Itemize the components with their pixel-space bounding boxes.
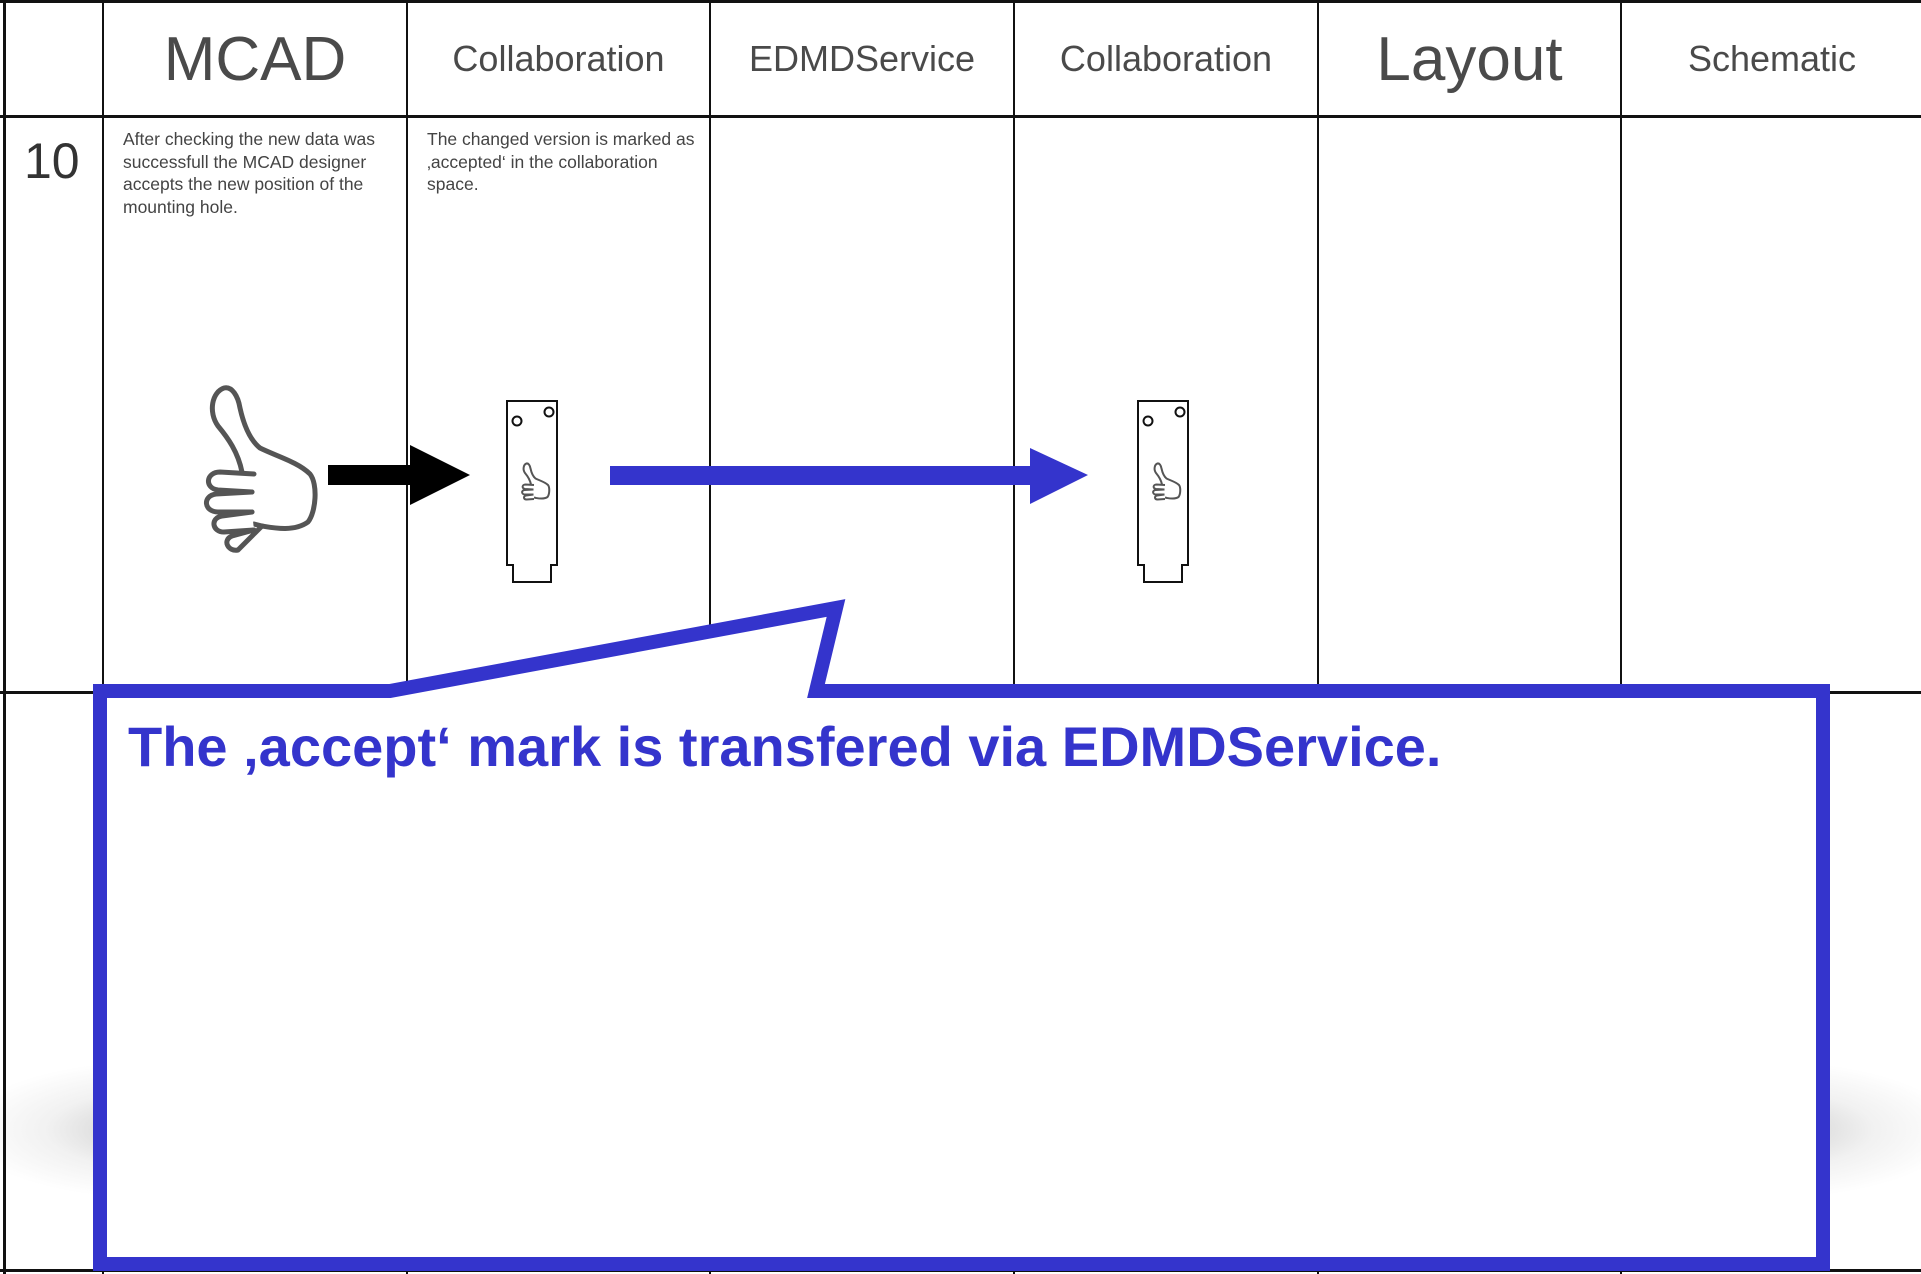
- column-header-edmdservice: EDMDService: [748, 38, 976, 79]
- column-header-layout: Layout: [1376, 24, 1563, 94]
- column-divider-5: [1317, 0, 1319, 1274]
- column-header-mcad: MCAD: [163, 24, 347, 94]
- table-left-border: [3, 0, 6, 1274]
- column-header-collaboration-mcad: Collaboration: [452, 38, 665, 79]
- column-divider-2: [406, 0, 408, 1274]
- column-divider-1: [102, 0, 104, 1274]
- table-top-border: [0, 0, 1921, 3]
- pcb-board-icon: [1137, 400, 1189, 583]
- pcb-board-icon: [506, 400, 558, 583]
- row-number: 10: [24, 133, 80, 189]
- column-header-collaboration-ecad: Collaboration: [1059, 38, 1273, 79]
- column-header-schematic: Schematic: [1687, 38, 1857, 79]
- column-divider-4: [1013, 0, 1015, 1274]
- callout-text: The ‚accept‘ mark is transfered via EDMD…: [128, 715, 1442, 778]
- header-row-border: [0, 115, 1921, 118]
- column-divider-6: [1620, 0, 1622, 1274]
- mcad-step-description: After checking the new data was successf…: [123, 129, 375, 217]
- black-arrow: [328, 445, 470, 505]
- collaboration-step-description: The changed version is marked as ‚accept…: [427, 129, 695, 194]
- blue-arrow: [610, 448, 1088, 504]
- thumbs-up-icon: [204, 385, 318, 553]
- callout-box: [93, 599, 1830, 1271]
